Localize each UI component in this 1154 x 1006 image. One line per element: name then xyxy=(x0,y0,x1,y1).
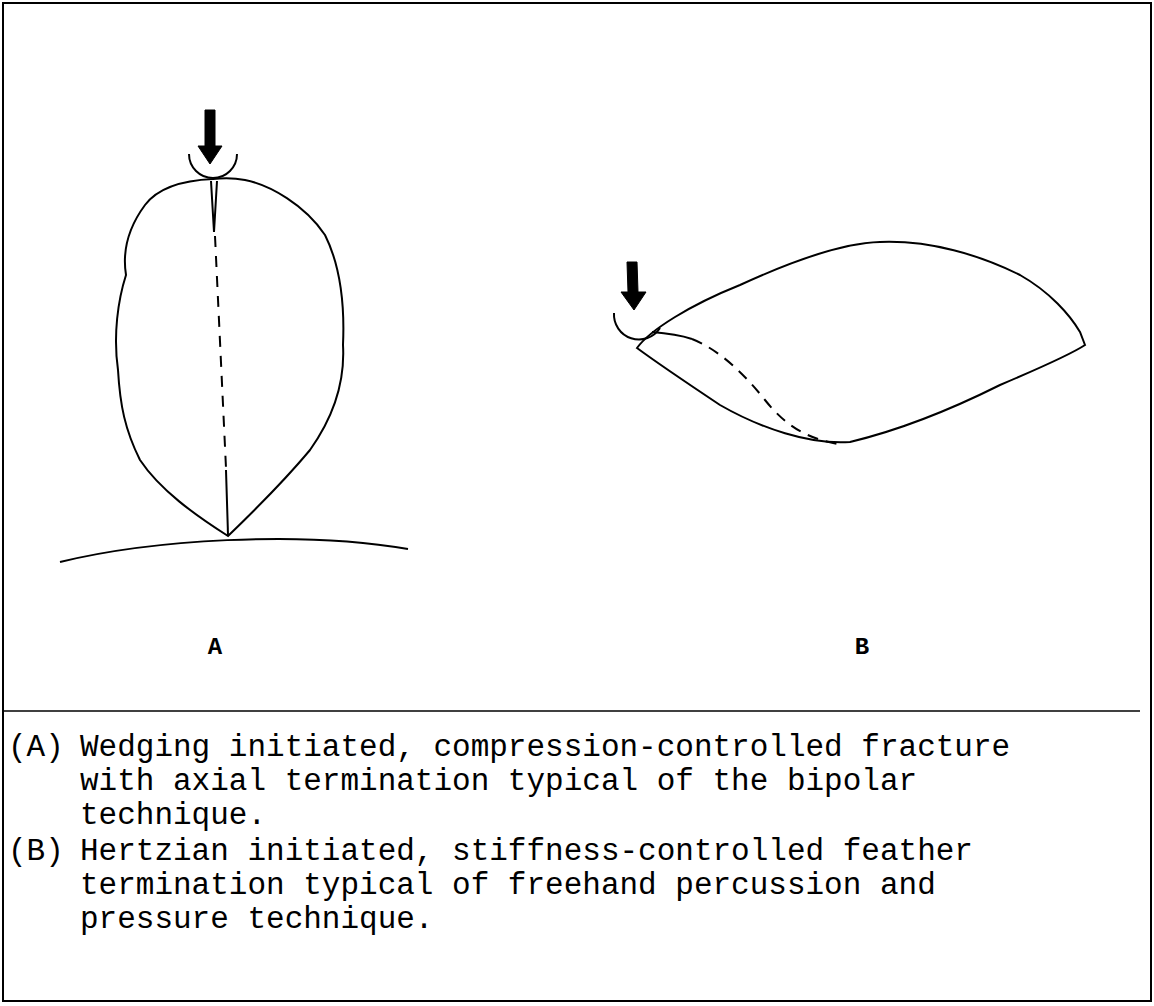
stone-outline xyxy=(116,178,343,536)
figure-letter: B xyxy=(855,634,869,662)
freehand-illustration xyxy=(614,242,1085,444)
fracture-path xyxy=(215,236,226,468)
stone-outline xyxy=(637,242,1085,443)
hertzian-cone xyxy=(652,332,692,339)
anvil-surface xyxy=(60,539,408,562)
caption-text: Wedging initiated, compression-controlle… xyxy=(80,731,1065,833)
figure-frame xyxy=(3,3,1151,1001)
force-arrow xyxy=(198,110,222,164)
wedge-crack xyxy=(211,181,217,232)
hammerstone xyxy=(614,313,660,340)
caption-text: Hertzian initiated, stiffness-controlled… xyxy=(80,835,1065,937)
force-arrow xyxy=(621,262,646,310)
figure-letter: A xyxy=(208,634,222,662)
fracture-path xyxy=(692,339,838,444)
axial-termination xyxy=(226,470,228,535)
bipolar-illustration xyxy=(60,110,408,562)
caption-rule xyxy=(3,710,1140,712)
caption-key: (A) xyxy=(8,731,64,765)
caption-key: (B) xyxy=(8,835,64,869)
